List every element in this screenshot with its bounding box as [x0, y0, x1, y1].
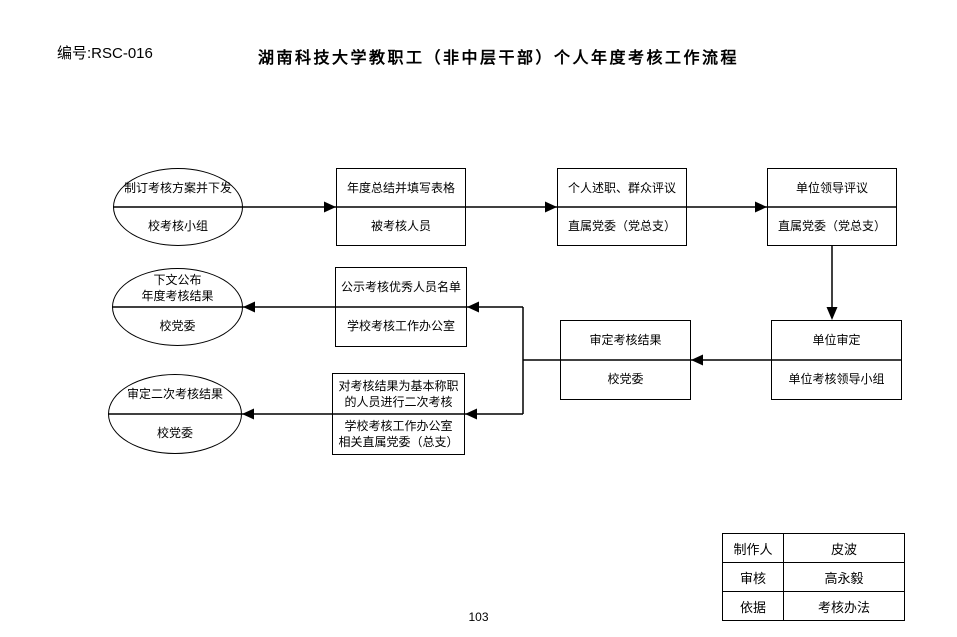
table-cell-value: 高永毅 [783, 562, 905, 592]
node-action-label: 审定二次考核结果 [126, 387, 223, 402]
arrowhead-to-self-report [545, 201, 557, 213]
node-actor-label: 直属党委（党总支） [567, 218, 676, 233]
arrowhead-to-publicize [467, 301, 479, 313]
node-announce: 下文公布 年度考核结果 校党委 [112, 268, 243, 346]
node-action-label: 年度总结并填写表格 [346, 180, 455, 195]
arrowhead-to-announce [243, 301, 255, 313]
node-action-label: 制订考核方案并下发 [123, 180, 232, 195]
node-action-label: 个人述职、群众评议 [567, 180, 676, 195]
node-confirm-result: 审定考核结果 校党委 [560, 320, 691, 400]
node-actor-label: 校考核小组 [147, 218, 208, 233]
node-second-confirm: 审定二次考核结果 校党委 [108, 374, 242, 454]
table-row: 审核 高永毅 [722, 562, 905, 592]
footer-table: 制作人 皮波 审核 高永毅 依据 考核办法 [722, 533, 905, 621]
table-cell-label: 制作人 [722, 533, 784, 563]
node-unit-confirm: 单位审定 单位考核领导小组 [771, 320, 902, 400]
arrowhead-to-summary [324, 201, 336, 213]
node-plan: 制订考核方案并下发 校考核小组 [113, 168, 243, 246]
table-cell-label: 审核 [722, 562, 784, 592]
node-publicize: 公示考核优秀人员名单 学校考核工作办公室 [335, 267, 467, 347]
arrowhead-to-leader-review [755, 201, 767, 213]
table-row: 依据 考核办法 [722, 591, 905, 621]
node-action-label: 公示考核优秀人员名单 [340, 280, 461, 295]
node-actor-label: 直属党委（党总支） [777, 218, 886, 233]
node-action-label: 单位领导评议 [795, 180, 868, 195]
node-action-label: 对考核结果为基本称职 的人员进行二次考核 [338, 378, 459, 409]
node-action-label: 单位审定 [812, 333, 861, 348]
node-actor-label: 单位考核领导小组 [788, 372, 885, 387]
table-row: 制作人 皮波 [722, 533, 905, 563]
node-actor-label: 被考核人员 [370, 218, 431, 233]
node-second-review: 对考核结果为基本称职 的人员进行二次考核 学校考核工作办公室 相关直属党委（总支… [332, 373, 465, 455]
node-actor-label: 学校考核工作办公室 [346, 319, 455, 334]
table-cell-label: 依据 [722, 591, 784, 621]
table-cell-value: 考核办法 [783, 591, 905, 621]
node-actor-label: 校党委 [607, 372, 644, 387]
node-action-label: 下文公布 年度考核结果 [141, 272, 214, 303]
node-self-report: 个人述职、群众评议 直属党委（党总支） [557, 168, 687, 246]
node-actor-label: 校党委 [156, 426, 193, 441]
table-cell-value: 皮波 [783, 533, 905, 563]
arrowhead-to-second-review [465, 408, 477, 420]
arrowhead-to-second-confirm [242, 408, 254, 420]
page-number: 103 [468, 610, 489, 624]
arrowhead-to-unit-confirm [826, 307, 838, 320]
doc-number: 编号:RSC-016 [57, 45, 153, 62]
node-action-label: 审定考核结果 [589, 333, 662, 348]
node-summary: 年度总结并填写表格 被考核人员 [336, 168, 466, 246]
page-title: 湖南科技大学教职工（非中层干部）个人年度考核工作流程 [258, 50, 740, 67]
node-leader-review: 单位领导评议 直属党委（党总支） [767, 168, 897, 246]
node-actor-label: 学校考核工作办公室 相关直属党委（总支） [338, 418, 459, 449]
node-actor-label: 校党委 [159, 318, 196, 333]
arrowhead-to-confirm-result [691, 354, 703, 366]
